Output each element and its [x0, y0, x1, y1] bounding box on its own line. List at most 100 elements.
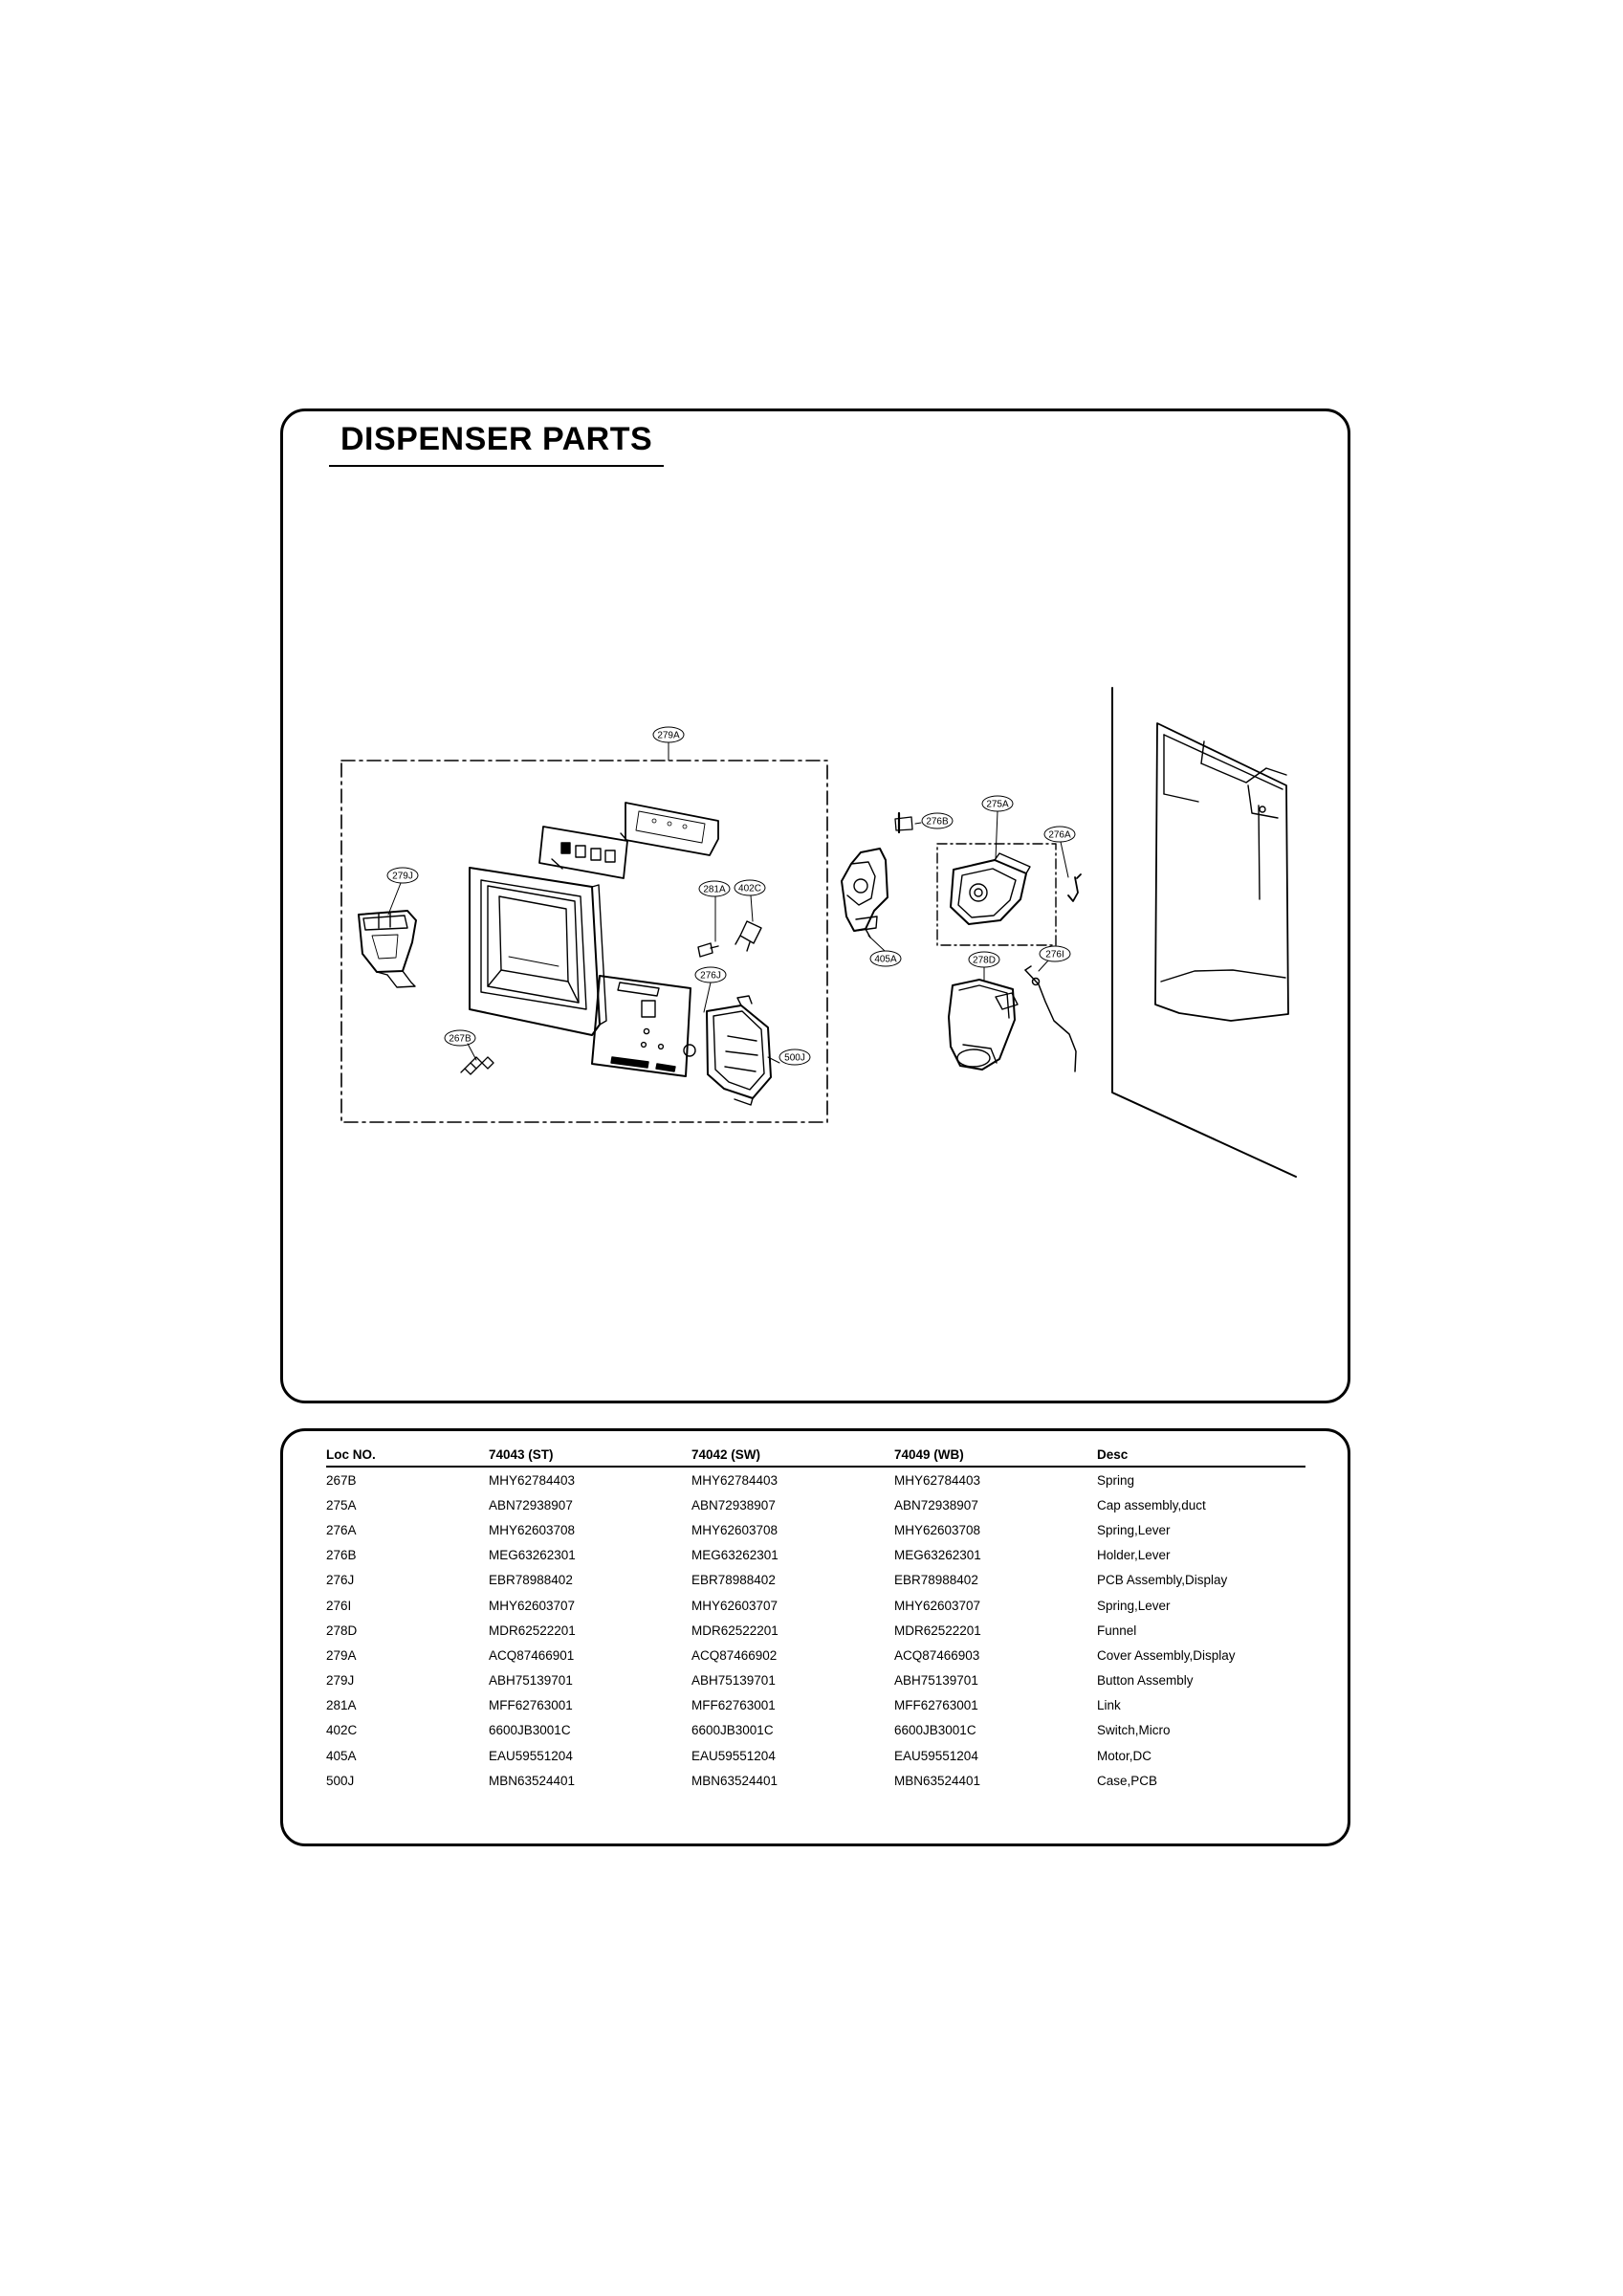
parts-table-panel: Loc NO. 74043 (ST) 74042 (SW) 74049 (WB)… — [280, 1428, 1350, 1846]
cell-desc: Spring — [1097, 1472, 1135, 1488]
cell-part-sw: EAU59551204 — [691, 1748, 776, 1763]
cell-part-sw: EBR78988402 — [691, 1573, 776, 1588]
cell-part-st: ABH75139701 — [489, 1673, 573, 1689]
page-title: DISPENSER PARTS — [340, 421, 653, 457]
cell-desc: Button Assembly — [1097, 1673, 1194, 1689]
cell-loc-no: 402C — [326, 1723, 358, 1738]
cell-part-sw: MDR62522201 — [691, 1623, 779, 1638]
callout-405A: 405A — [869, 950, 902, 967]
table-row: 278D MDR62522201 MDR62522201 MDR62522201… — [326, 1618, 1305, 1643]
callout-276J: 276J — [694, 966, 727, 983]
cell-loc-no: 276A — [326, 1522, 357, 1537]
callout-label: 276J — [700, 971, 721, 982]
display-pcb-part — [591, 975, 691, 1077]
spring-lever-a-part — [1067, 873, 1082, 902]
holder-lever-part — [894, 811, 913, 834]
callout-279J: 279J — [386, 867, 419, 884]
cell-part-st: MBN63524401 — [489, 1773, 576, 1788]
cell-desc: Switch,Micro — [1097, 1723, 1171, 1738]
cell-loc-no: 500J — [326, 1773, 355, 1788]
callout-402C: 402C — [734, 879, 766, 896]
table-row: 276A MHY62603708 MHY62603708 MHY62603708… — [326, 1517, 1305, 1542]
callout-label: 279A — [657, 731, 680, 741]
cell-part-wb: ACQ87466903 — [894, 1647, 980, 1663]
motor-part — [841, 848, 888, 938]
callout-278D: 278D — [968, 951, 1000, 968]
callout-281A: 281A — [698, 880, 731, 897]
button-assembly-part — [358, 910, 417, 988]
cell-loc-no: 276I — [326, 1598, 352, 1613]
header-loc-no: Loc NO. — [326, 1443, 489, 1468]
header-desc: Desc — [1097, 1443, 1305, 1468]
cell-desc: Cap assembly,duct — [1097, 1497, 1206, 1512]
spring-part — [460, 1056, 494, 1075]
funnel-part — [948, 979, 1019, 1071]
cell-part-st: EBR78988402 — [489, 1573, 573, 1588]
cell-part-st: MFF62763001 — [489, 1698, 573, 1713]
cell-part-sw: ACQ87466902 — [691, 1647, 778, 1663]
cell-part-wb: MFF62763001 — [894, 1698, 978, 1713]
cell-part-sw: MBN63524401 — [691, 1773, 779, 1788]
table-row: 267B MHY62784403 MHY62784403 MHY62784403… — [326, 1467, 1305, 1492]
cover-assembly-boundary — [340, 760, 828, 1123]
callout-label: 276B — [926, 817, 949, 828]
cell-part-sw: 6600JB3001C — [691, 1723, 774, 1738]
header-model-sw: 74042 (SW) — [691, 1443, 894, 1468]
callout-label: 500J — [784, 1053, 805, 1064]
cell-part-wb: EBR78988402 — [894, 1573, 978, 1588]
cell-part-st: ACQ87466901 — [489, 1647, 575, 1663]
cell-desc: Cover Assembly,Display — [1097, 1647, 1236, 1663]
cell-part-wb: ABN72938907 — [894, 1497, 978, 1512]
cell-part-st: 6600JB3001C — [489, 1723, 571, 1738]
cell-desc: Motor,DC — [1097, 1748, 1152, 1763]
callout-279A: 279A — [652, 726, 685, 743]
table-row: 500J MBN63524401 MBN63524401 MBN63524401… — [326, 1768, 1305, 1793]
refrigerator-door-context — [1111, 687, 1297, 1178]
table-row: 276I MHY62603707 MHY62603707 MHY62603707… — [326, 1593, 1305, 1618]
callout-label: 275A — [986, 800, 1009, 810]
exploded-parts-diagram: 279A 276B 275A 276A 279J 402C 281A 405A — [340, 687, 1297, 1178]
header-model-st: 74043 (ST) — [489, 1443, 691, 1468]
cell-desc: Link — [1097, 1698, 1121, 1713]
callout-label: 276A — [1048, 830, 1071, 841]
cell-part-sw: MHY62603708 — [691, 1522, 779, 1537]
header-model-wb: 74049 (WB) — [894, 1443, 1097, 1468]
cell-part-st: MDR62522201 — [489, 1623, 576, 1638]
callout-label: 267B — [449, 1034, 472, 1045]
cell-part-sw: MHY62603707 — [691, 1598, 779, 1613]
cell-part-st: EAU59551204 — [489, 1748, 573, 1763]
cell-loc-no: 405A — [326, 1748, 357, 1763]
table-row: 279J ABH75139701 ABH75139701 ABH75139701… — [326, 1668, 1305, 1693]
table-row: 275A ABN72938907 ABN72938907 ABN72938907… — [326, 1492, 1305, 1517]
cell-desc: Spring,Lever — [1097, 1598, 1171, 1613]
cell-part-sw: MFF62763001 — [691, 1698, 776, 1713]
cell-desc: Holder,Lever — [1097, 1548, 1171, 1563]
cell-loc-no: 281A — [326, 1698, 357, 1713]
callout-label: 281A — [703, 885, 726, 895]
diagram-panel: DISPENSER PARTS — [280, 408, 1350, 1403]
callout-label: 402C — [738, 884, 761, 894]
table-header-row: Loc NO. 74043 (ST) 74042 (SW) 74049 (WB)… — [326, 1443, 1305, 1468]
cell-part-wb: MDR62522201 — [894, 1623, 981, 1638]
parts-table: Loc NO. 74043 (ST) 74042 (SW) 74049 (WB)… — [326, 1443, 1305, 1793]
cell-part-st: MHY62603707 — [489, 1598, 576, 1613]
cell-part-st: MEG63262301 — [489, 1548, 576, 1563]
cell-desc: Funnel — [1097, 1623, 1137, 1638]
callout-276I: 276I — [1039, 945, 1071, 962]
callout-276A: 276A — [1043, 826, 1076, 843]
cell-loc-no: 267B — [326, 1472, 357, 1488]
cell-part-sw: ABH75139701 — [691, 1673, 776, 1689]
callout-275A: 275A — [981, 795, 1014, 812]
cell-part-wb: MBN63524401 — [894, 1773, 981, 1788]
spring-lever-i-part — [1024, 965, 1077, 1072]
table-row: 402C 6600JB3001C 6600JB3001C 6600JB3001C… — [326, 1718, 1305, 1743]
title-underline — [329, 465, 664, 467]
cell-part-st: MHY62603708 — [489, 1522, 576, 1537]
cell-desc: PCB Assembly,Display — [1097, 1573, 1228, 1588]
display-cover-part — [469, 867, 607, 1036]
display-overlay-part — [625, 802, 719, 856]
callout-500J: 500J — [779, 1049, 811, 1066]
cell-part-wb: MHY62603707 — [894, 1598, 981, 1613]
display-pcb-strip-part — [538, 826, 628, 879]
callout-label: 405A — [874, 955, 897, 965]
